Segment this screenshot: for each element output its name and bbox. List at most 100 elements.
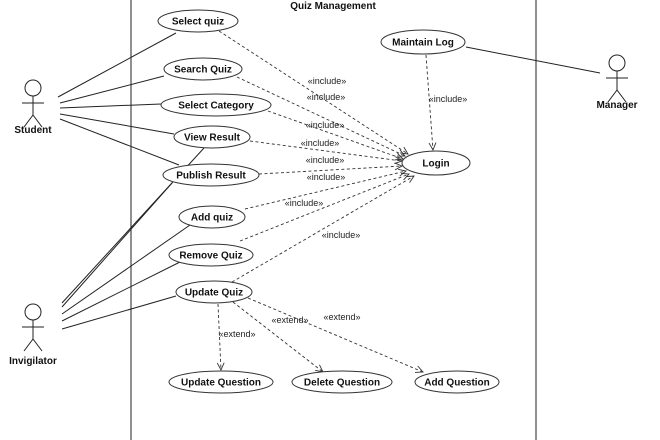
use-case-search-quiz[interactable]: Search Quiz (163, 57, 243, 81)
include-arrowhead (398, 168, 408, 177)
use-case-ellipse (162, 163, 260, 187)
include-label: «include» (285, 198, 324, 208)
association-student-select_category (59, 103, 162, 109)
extend-arrowhead (216, 362, 225, 372)
actor-invigilator[interactable]: Invigilator (9, 303, 57, 367)
use-case-label: Select quiz (172, 17, 224, 28)
association-invigilator-publish_result (61, 182, 173, 308)
include-label: «include» (307, 172, 346, 182)
use-case-label: Add Question (424, 378, 490, 389)
include-label: «include» (322, 230, 361, 240)
association-invigilator-add_quiz (61, 224, 191, 315)
include-label: «include» (306, 120, 345, 130)
association-invigilator-remove_quiz (61, 261, 181, 322)
include-arrow-select_quiz-login (218, 30, 409, 155)
use-case-ellipse (178, 205, 246, 229)
actor-left-leg (23, 338, 34, 352)
extend-arrow-update_quiz-update_question (217, 303, 222, 371)
use-case-label: Add quiz (191, 213, 233, 224)
use-case-label: Update Question (181, 378, 261, 389)
include-arrowhead (400, 172, 410, 181)
association-student-view_result (59, 113, 175, 135)
actor-head (24, 79, 42, 97)
actor-manager[interactable]: Manager (596, 54, 638, 111)
association-student-search_quiz (59, 75, 165, 104)
use-case-login[interactable]: Login (401, 150, 471, 176)
use-case-ellipse (168, 370, 274, 394)
actor-right-leg (32, 338, 43, 352)
include-arrow-publish_result-login (258, 165, 403, 175)
use-case-ellipse (175, 280, 253, 304)
association-invigilator-update_quiz (61, 295, 177, 330)
actor-left-leg (607, 89, 618, 103)
include-arrowhead (394, 162, 404, 171)
include-label: «include» (307, 92, 346, 102)
extend-arrowhead (414, 365, 424, 373)
system-title: Quiz Management (290, 1, 376, 12)
use-case-label: Select Category (178, 101, 254, 112)
use-case-update-question[interactable]: Update Question (168, 370, 274, 394)
include-arrowhead (405, 175, 415, 183)
include-arrow-select_category-login (267, 110, 404, 160)
actor-head (24, 303, 42, 321)
association-manager-maintain_log (465, 46, 601, 74)
use-case-label: Publish Result (176, 171, 246, 182)
use-case-label: Remove Quiz (179, 251, 242, 262)
extend-label: «extend» (218, 329, 255, 339)
use-case-ellipse (414, 370, 500, 394)
association-student-publish_result (59, 118, 180, 166)
use-case-label: View Result (184, 133, 241, 144)
include-arrow-remove_quiz-login (239, 173, 410, 242)
actor-right-leg (616, 89, 627, 103)
include-arrow-add_quiz-login (244, 170, 407, 210)
include-label: «include» (308, 76, 347, 86)
actor-head (608, 54, 626, 72)
association-student-select_quiz (57, 32, 177, 98)
use-case-label: Search Quiz (174, 65, 232, 76)
include-label: «include» (301, 138, 340, 148)
use-case-label: Update Quiz (185, 288, 243, 299)
extend-arrow-update_quiz-delete_question (232, 301, 324, 373)
extend-label: «extend» (271, 315, 308, 325)
use-case-view-result[interactable]: View Result (173, 125, 251, 149)
include-arrowhead (400, 146, 409, 155)
include-arrow-search_quiz-login (236, 76, 406, 157)
use-case-delete-question[interactable]: Delete Question (291, 370, 393, 394)
actor-label: Invigilator (9, 356, 57, 367)
include-arrowhead (428, 142, 437, 152)
use-case-ellipse (168, 243, 254, 267)
use-case-ellipse (160, 93, 272, 117)
use-case-select-quiz[interactable]: Select quiz (157, 9, 239, 33)
include-arrow-update_quiz-login (231, 175, 415, 283)
use-case-ellipse (380, 29, 466, 55)
use-case-ellipse (291, 370, 393, 394)
use-case-publish-result[interactable]: Publish Result (162, 163, 260, 187)
use-case-label: Login (422, 159, 449, 170)
include-arrowhead (394, 152, 404, 161)
use-case-add-question[interactable]: Add Question (414, 370, 500, 394)
use-case-label: Maintain Log (392, 38, 454, 49)
use-case-update-quiz[interactable]: Update Quiz (175, 280, 253, 304)
use-case-ellipse (157, 9, 239, 33)
system-boundary (130, 0, 537, 440)
include-label: «include» (306, 155, 345, 165)
use-case-ellipse (401, 150, 471, 176)
actor-student[interactable]: Student (14, 79, 52, 136)
use-case-maintain-log[interactable]: Maintain Log (380, 29, 466, 55)
use-case-ellipse (173, 125, 251, 149)
use-case-add-quiz[interactable]: Add quiz (178, 205, 246, 229)
extend-arrow-update_quiz-add_question (247, 297, 424, 373)
use-case-select-category[interactable]: Select Category (160, 93, 272, 117)
include-arrow-view_result-login (249, 140, 403, 162)
actor-label: Manager (596, 100, 637, 111)
actor-right-leg (32, 114, 43, 128)
actor-label: Student (14, 125, 52, 136)
include-arrow-maintain_log-login (425, 54, 434, 151)
use-case-label: Delete Question (304, 378, 380, 389)
use-case-ellipse (163, 57, 243, 81)
use-case-remove-quiz[interactable]: Remove Quiz (168, 243, 254, 267)
actor-left-leg (23, 114, 34, 128)
include-label: «include» (429, 94, 468, 104)
extend-label: «extend» (323, 312, 360, 322)
